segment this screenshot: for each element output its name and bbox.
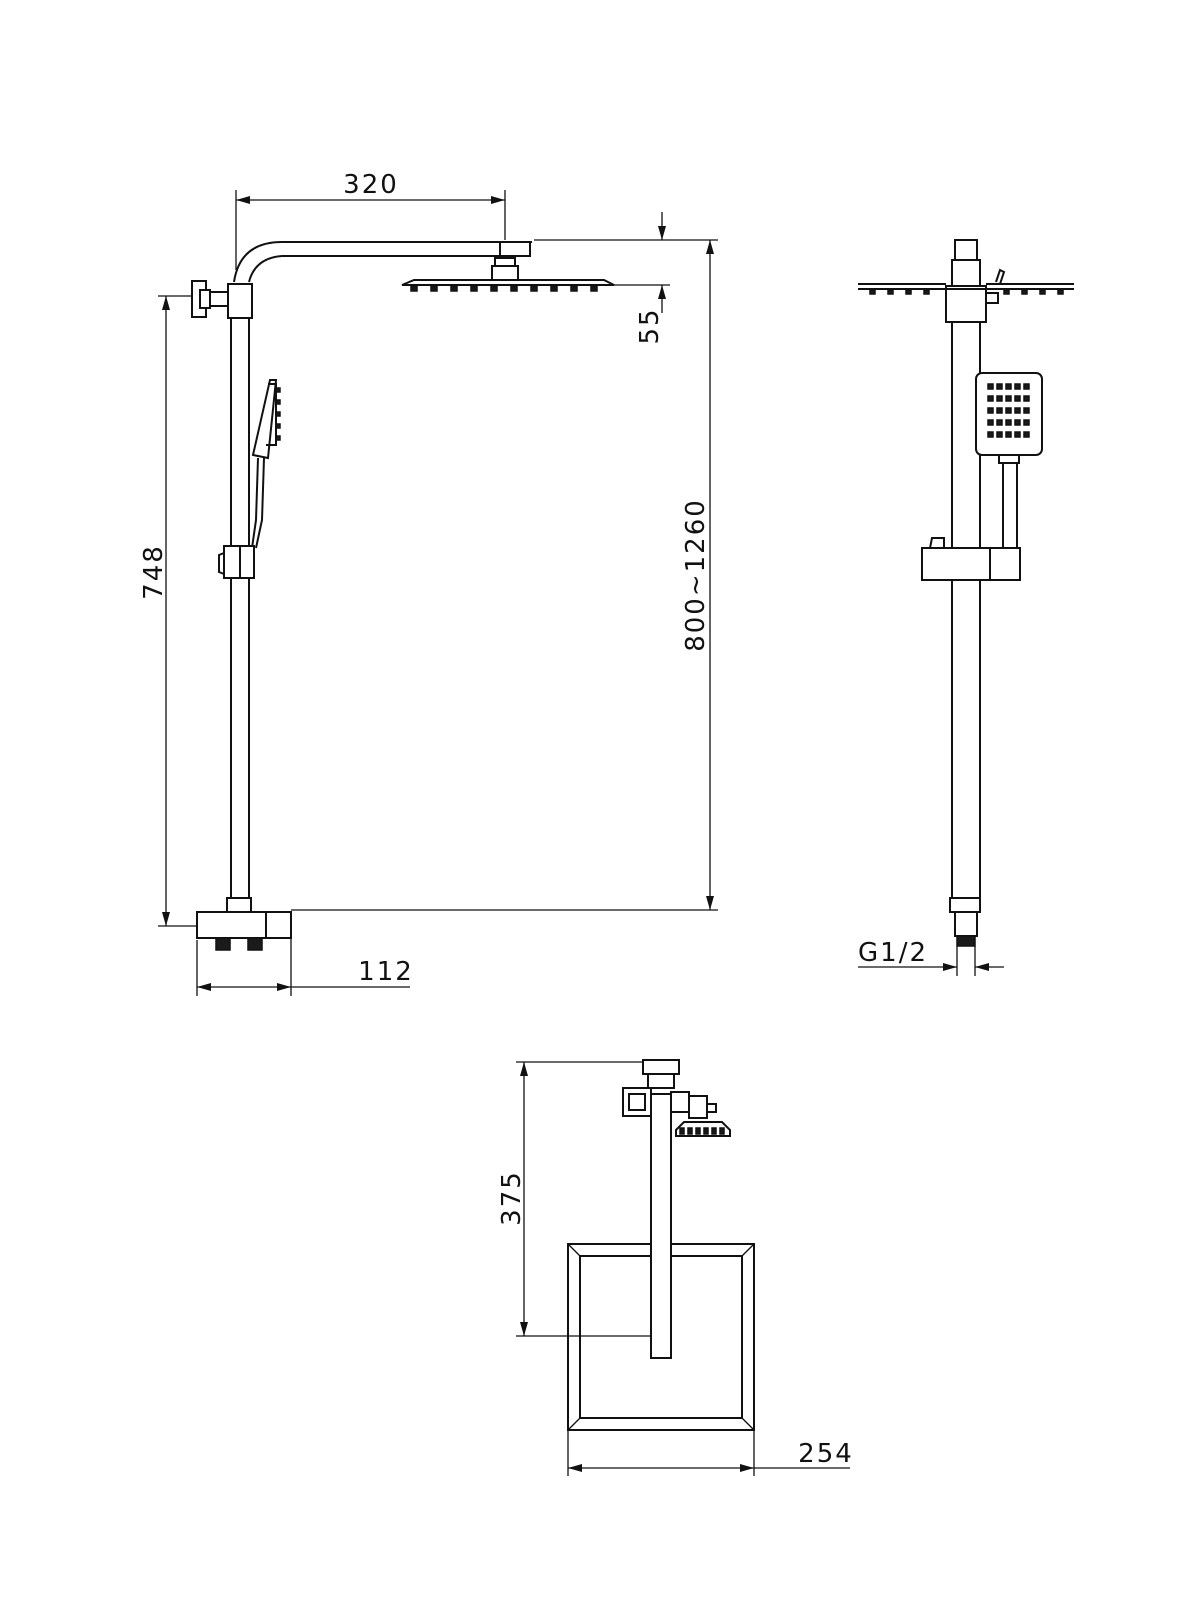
- shower-arm: [233, 241, 532, 283]
- hand-shower-side: [251, 379, 281, 549]
- slider-holder: [218, 545, 255, 579]
- nozzle: [987, 383, 994, 390]
- nozzle: [996, 395, 1003, 402]
- front-view: [858, 239, 1074, 947]
- diverter-knob: [191, 280, 229, 318]
- nozzle: [1014, 395, 1021, 402]
- nozzle: [996, 407, 1003, 414]
- nozzle: [1005, 407, 1012, 414]
- nozzle: [1014, 383, 1021, 390]
- nozzle: [1023, 419, 1030, 426]
- nozzle: [1023, 383, 1030, 390]
- top-view: [567, 1059, 755, 1431]
- thermostatic-mixer: [196, 911, 292, 939]
- nozzle: [1005, 383, 1012, 390]
- nozzle: [1014, 431, 1021, 438]
- dimension-lines: [158, 190, 1004, 1476]
- dim-thread: G1/2: [858, 938, 928, 968]
- nozzle: [987, 431, 994, 438]
- nozzle: [1005, 431, 1012, 438]
- riser-pipe: [230, 317, 250, 905]
- nozzle: [1005, 395, 1012, 402]
- dim-mixer-depth: 112: [358, 957, 414, 987]
- dim-head-size: 254: [798, 1439, 854, 1469]
- nozzle: [1023, 407, 1030, 414]
- nozzle: [996, 431, 1003, 438]
- nozzle: [1005, 419, 1012, 426]
- nozzle: [987, 419, 994, 426]
- hand-shower-front: [975, 372, 1043, 550]
- dim-head-offset: 55: [635, 307, 665, 344]
- inlet-right: [247, 937, 263, 951]
- nozzle: [1014, 419, 1021, 426]
- dim-height-range: 800~1260: [681, 498, 711, 652]
- inlet-left: [215, 937, 231, 951]
- arm-end-block: [499, 241, 531, 257]
- dim-arm-length: 320: [343, 170, 399, 200]
- nozzle: [987, 407, 994, 414]
- nozzle: [996, 383, 1003, 390]
- rain-shower-head-side: [401, 279, 615, 292]
- top-connector-block: [227, 283, 253, 319]
- side-view: [191, 241, 615, 951]
- bottom-connector: [226, 897, 252, 913]
- nozzle: [1023, 431, 1030, 438]
- nozzle: [996, 419, 1003, 426]
- nozzle: [1023, 395, 1030, 402]
- nozzle: [987, 395, 994, 402]
- head-connector: [494, 257, 516, 267]
- dim-head-height: 375: [497, 1170, 527, 1226]
- dim-mixer-to-head: 748: [139, 544, 169, 600]
- front-slider-holder: [921, 537, 1021, 581]
- rain-shower-head-front: [858, 283, 1074, 295]
- arm-top-view: [650, 1093, 672, 1359]
- nozzle: [1014, 407, 1021, 414]
